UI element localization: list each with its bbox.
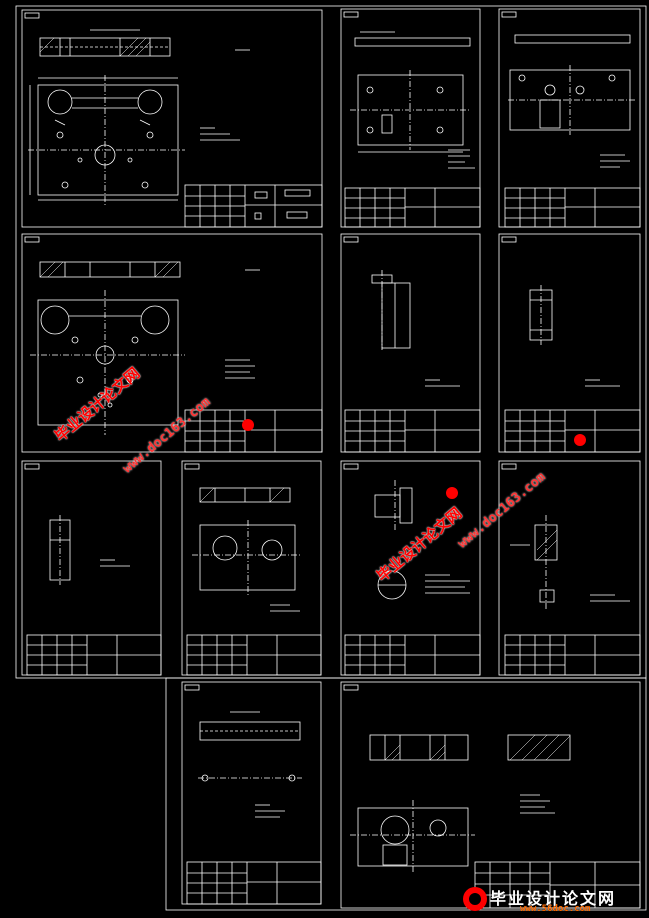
sheet-10 (498, 460, 641, 676)
sheet-8 (181, 460, 322, 676)
footer-logo: 毕业设计论文网 www.56doc.com (460, 884, 646, 916)
sheet-11 (181, 681, 322, 905)
sheet-1 (21, 9, 323, 228)
sheet-12 (340, 681, 641, 909)
footer-title: 毕业设计论文网 (490, 889, 617, 908)
sheet-4 (21, 233, 323, 453)
sheet-9 (340, 460, 481, 676)
sheet-5 (340, 233, 481, 453)
footer-url: www.56doc.com (520, 904, 591, 914)
sheet-7 (21, 460, 162, 676)
sheet-3 (498, 8, 641, 228)
sheet-6 (498, 233, 641, 453)
sheet-2 (340, 8, 481, 228)
